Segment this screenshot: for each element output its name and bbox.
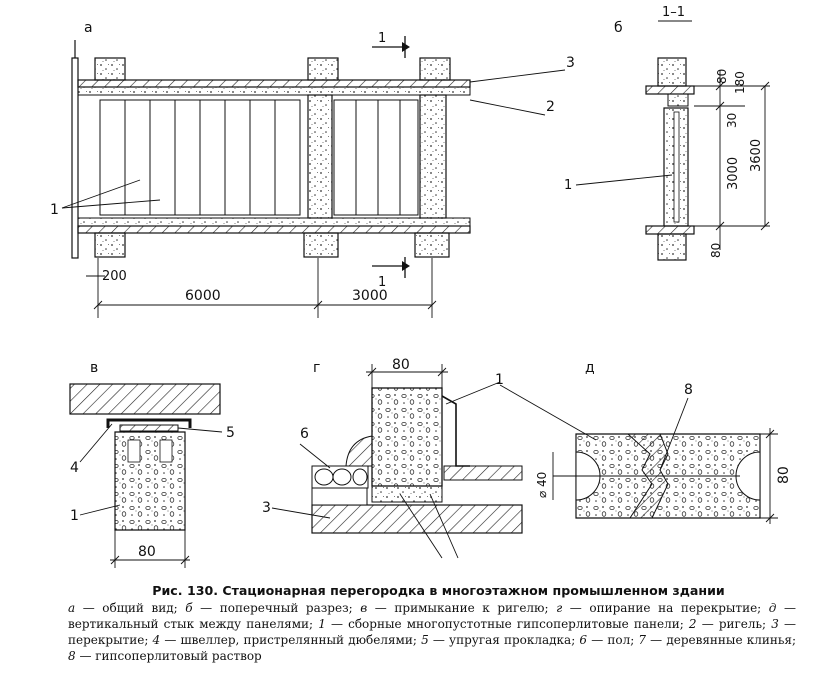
dim-200: 200 bbox=[102, 269, 127, 284]
legend-text: — перекрытие; bbox=[68, 617, 796, 647]
legend-key: 8 bbox=[68, 649, 76, 663]
panel-v-girder-joint: в 80 5 4 1 bbox=[69, 360, 235, 568]
legend-entry: 6 — пол; bbox=[579, 633, 638, 647]
legend-key: 3 bbox=[771, 617, 779, 631]
panel-g-floor-bearing: г 8 bbox=[262, 357, 523, 559]
legend-text: — деревянные клинья; bbox=[646, 633, 796, 647]
legend-text: — примыкание к ригелю; bbox=[367, 601, 557, 615]
legend-entry: 8 — гипсоперлитовый раствор bbox=[68, 649, 262, 663]
legend-text: — пол; bbox=[587, 633, 639, 647]
legend-entry: 4 — швеллер, пристрелянный дюбелями; bbox=[153, 633, 422, 647]
callout-a-3: 3 bbox=[566, 55, 575, 71]
legend-entry: 1 — сборные многопустотные гипсоперлитов… bbox=[318, 617, 689, 631]
callout-a-2: 2 bbox=[546, 99, 555, 115]
panel-b-cross-section: б 1–1 80 180 30 3000 3600 8 bbox=[564, 5, 770, 261]
dim-6000: 6000 bbox=[185, 288, 221, 304]
legend-entry: б — поперечный разрез; bbox=[185, 601, 360, 615]
legend-key: 4 bbox=[152, 633, 161, 647]
callout-d-8: 8 bbox=[684, 382, 693, 398]
legend-entry: 3 — перекрытие; bbox=[68, 617, 796, 647]
dim-b-30: 30 bbox=[725, 113, 739, 128]
panel-a-general-view: 1 1 200 6000 3000 1 3 2 а bbox=[50, 20, 575, 318]
legend-entry: а — общий вид; bbox=[68, 601, 185, 615]
callout-g-1: 1 bbox=[495, 372, 504, 388]
dim-d-80: 80 bbox=[776, 466, 792, 484]
panel-label-b: б bbox=[614, 20, 623, 36]
legend-text: — гипсоперлитовый раствор bbox=[75, 649, 262, 663]
dim-g-80: 80 bbox=[392, 357, 410, 373]
panel-label-g: г bbox=[313, 360, 320, 376]
legend-key: 2 bbox=[688, 617, 697, 631]
legend-entry: г — опирание на перекрытие; bbox=[556, 601, 769, 615]
legend-entry: в — примыкание к ригелю; bbox=[360, 601, 556, 615]
legend-key: 6 bbox=[579, 633, 588, 647]
dim-d-phi40: ⌀ 40 bbox=[535, 472, 549, 498]
callout-g-3: 3 bbox=[262, 500, 271, 516]
legend-text: — упругая прокладка; bbox=[428, 633, 580, 647]
legend-entry: 5 — упругая прокладка; bbox=[421, 633, 579, 647]
legend-text: — вертикальный стык между панелями; bbox=[68, 601, 796, 631]
section-cut-label-bottom: 1 bbox=[378, 275, 386, 290]
legend-text: — общий вид; bbox=[75, 601, 186, 615]
legend-text: — сборные многопустотные гипсоперлитовые… bbox=[325, 617, 689, 631]
dim-b-180: 180 bbox=[733, 71, 747, 94]
figure-caption-title: Рис. 130. Стационарная перегородка в мно… bbox=[152, 583, 725, 598]
legend-entry: 7 — деревянные клинья; bbox=[638, 633, 796, 647]
section-mark: 1–1 bbox=[662, 5, 685, 20]
dim-b-3000: 3000 bbox=[726, 157, 741, 190]
legend-key: 1 bbox=[318, 617, 326, 631]
legend-key: д bbox=[768, 601, 777, 615]
legend-key: а bbox=[68, 601, 76, 615]
legend-key: 5 bbox=[421, 633, 429, 647]
callout-v-4: 4 bbox=[70, 460, 79, 476]
dim-b-80-bottom: 80 bbox=[709, 243, 723, 258]
legend-key: 7 bbox=[638, 633, 647, 647]
panel-d-vertical-joint: д ⌀ 40 80 8 bbox=[499, 360, 792, 524]
panel-label-d: д bbox=[585, 360, 595, 376]
section-cut-label-top: 1 bbox=[378, 31, 386, 46]
legend-entry: д — вертикальный стык между панелями; bbox=[68, 601, 796, 631]
dim-v-80: 80 bbox=[138, 544, 156, 560]
panel-label-a: а bbox=[84, 20, 93, 36]
dim-b-3600: 3600 bbox=[749, 139, 764, 172]
legend-key: в bbox=[360, 601, 368, 615]
callout-v-1: 1 bbox=[70, 508, 79, 524]
legend-text: — опирание на перекрытие; bbox=[562, 601, 769, 615]
figure-legend: а — общий вид; б — поперечный разрез; в … bbox=[68, 600, 796, 664]
legend-text: — ригель; bbox=[696, 617, 772, 631]
dim-b-80-top: 80 bbox=[715, 69, 729, 84]
callout-b-1: 1 bbox=[564, 178, 572, 193]
legend-text: — швеллер, пристрелянный дюбелями; bbox=[160, 633, 422, 647]
legend-entry: 2 — ригель; bbox=[689, 617, 771, 631]
panel-label-v: в bbox=[90, 360, 98, 376]
dim-3000: 3000 bbox=[352, 288, 388, 304]
technical-drawing: 1 1 200 6000 3000 1 3 2 а bbox=[50, 5, 792, 568]
legend-key: г bbox=[556, 601, 563, 615]
callout-a-1: 1 bbox=[50, 202, 59, 218]
legend-key: б bbox=[185, 601, 193, 615]
callout-v-5: 5 bbox=[226, 425, 235, 441]
callout-g-6: 6 bbox=[300, 426, 309, 442]
legend-text: — поперечный разрез; bbox=[192, 601, 361, 615]
